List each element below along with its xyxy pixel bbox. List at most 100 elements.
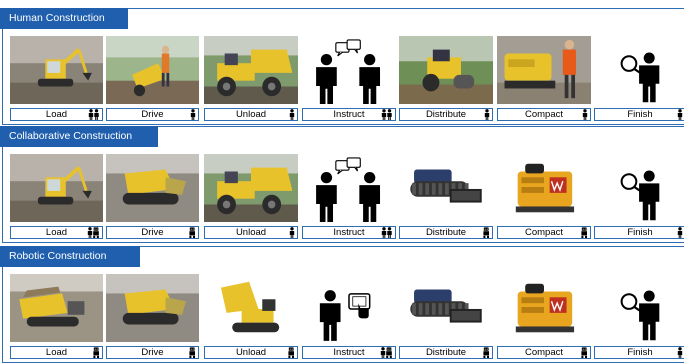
step-label-text: Compact xyxy=(524,347,563,358)
step-label: Load xyxy=(10,108,103,121)
step-label: Drive xyxy=(106,108,199,121)
panel-human-construction: Human Construction Load Drive Unload In xyxy=(0,8,684,126)
step-label: Unload xyxy=(204,226,298,239)
panel-frame xyxy=(2,8,684,125)
two-people-icon xyxy=(381,109,393,120)
step-drive: Drive xyxy=(106,126,199,242)
step-label-text: Unload xyxy=(235,109,267,120)
panel-robotic-construction: Robotic Construction Load Drive Unload I… xyxy=(0,246,684,364)
step-drive: Drive xyxy=(106,246,199,362)
step-label-text: Load xyxy=(45,347,68,358)
robotic-tracked-unit-photo xyxy=(399,274,493,342)
robot-icon xyxy=(288,347,295,358)
inspector-magnifier-icon xyxy=(594,36,684,104)
step-label-text: Finish xyxy=(627,347,653,358)
tipping-dumper-photo xyxy=(204,274,298,342)
step-label-text: Instruct xyxy=(333,109,365,120)
step-label: Load xyxy=(10,346,103,359)
step-compact: Compact xyxy=(497,126,591,242)
step-label-text: Load xyxy=(45,227,68,238)
panel-title: Robotic Construction xyxy=(0,246,140,267)
panel-divider xyxy=(2,242,684,243)
step-label-text: Drive xyxy=(141,347,164,358)
step-label-text: Finish xyxy=(627,109,653,120)
step-label: Finish xyxy=(594,346,684,359)
step-label-text: Drive xyxy=(141,227,164,238)
step-label-text: Instruct xyxy=(333,227,365,238)
tracked-dumper-loading-photo xyxy=(10,274,103,342)
robot-icon xyxy=(581,227,588,238)
step-finish: Finish xyxy=(594,8,684,124)
step-unload: Unload xyxy=(204,126,298,242)
yellow-dumper-photo xyxy=(204,154,298,222)
step-finish: Finish xyxy=(594,246,684,362)
mini-excavator-photo xyxy=(10,36,103,104)
robotic-compactor-photo xyxy=(497,154,591,222)
worker-with-dumper-photo xyxy=(106,36,199,104)
yellow-dumper-photo xyxy=(204,36,298,104)
robotic-tracked-unit-photo xyxy=(399,154,493,222)
step-finish: Finish xyxy=(594,126,684,242)
step-label: Compact xyxy=(497,108,591,121)
step-label-text: Load xyxy=(45,109,68,120)
roller-on-field-photo xyxy=(399,36,493,104)
tracked-dumper-photo xyxy=(106,154,199,222)
robot-icon xyxy=(189,347,196,358)
person-robot-icon xyxy=(380,347,393,358)
worker-with-compactor-photo xyxy=(497,36,591,104)
step-label-text: Distribute xyxy=(425,227,467,238)
step-label: Drive xyxy=(106,346,199,359)
step-label-text: Compact xyxy=(524,227,563,238)
step-unload: Unload xyxy=(204,8,298,124)
step-label: Distribute xyxy=(399,108,493,121)
person-icon xyxy=(582,109,588,120)
panel-divider xyxy=(2,362,684,363)
mini-excavator-photo xyxy=(10,154,103,222)
step-label-text: Compact xyxy=(524,109,563,120)
step-label-text: Distribute xyxy=(425,109,467,120)
step-label: Compact xyxy=(497,346,591,359)
two-people-speech-icon xyxy=(302,36,396,104)
robot-icon xyxy=(483,347,490,358)
step-distribute: Distribute xyxy=(399,246,493,362)
step-label: Finish xyxy=(594,108,684,121)
step-load: Load xyxy=(10,8,103,124)
step-label: Compact xyxy=(497,226,591,239)
two-people-icon xyxy=(88,109,100,120)
step-instruct: Instruct xyxy=(302,126,396,242)
robot-icon xyxy=(581,347,588,358)
person-icon xyxy=(677,347,683,358)
step-instruct: Instruct xyxy=(302,8,396,124)
step-drive: Drive xyxy=(106,8,199,124)
robot-icon xyxy=(483,227,490,238)
step-label: Drive xyxy=(106,226,199,239)
step-label: Unload xyxy=(204,346,298,359)
robot-icon xyxy=(189,227,196,238)
step-label: Instruct xyxy=(302,108,396,121)
step-label: Load xyxy=(10,226,103,239)
person-icon xyxy=(190,109,196,120)
step-distribute: Distribute xyxy=(399,8,493,124)
step-load: Load xyxy=(10,246,103,362)
person-icon xyxy=(289,227,295,238)
step-label-text: Instruct xyxy=(333,347,365,358)
step-label-text: Unload xyxy=(235,227,267,238)
panel-collaborative-construction: Collaborative Construction Load Drive Un… xyxy=(0,126,684,244)
panel-divider xyxy=(2,124,684,125)
step-label: Distribute xyxy=(399,226,493,239)
inspector-magnifier-icon xyxy=(594,154,684,222)
step-compact: Compact xyxy=(497,246,591,362)
step-label: Finish xyxy=(594,226,684,239)
step-label-text: Distribute xyxy=(425,347,467,358)
step-label: Instruct xyxy=(302,346,396,359)
step-label: Unload xyxy=(204,108,298,121)
two-people-speech-icon xyxy=(302,154,396,222)
two-people-icon xyxy=(381,227,393,238)
step-label-text: Finish xyxy=(627,227,653,238)
robot-icon xyxy=(93,347,100,358)
panel-frame xyxy=(2,126,684,243)
step-unload: Unload xyxy=(204,246,298,362)
step-label-text: Unload xyxy=(235,347,267,358)
panel-title: Collaborative Construction xyxy=(0,126,158,147)
step-instruct: Instruct xyxy=(302,246,396,362)
